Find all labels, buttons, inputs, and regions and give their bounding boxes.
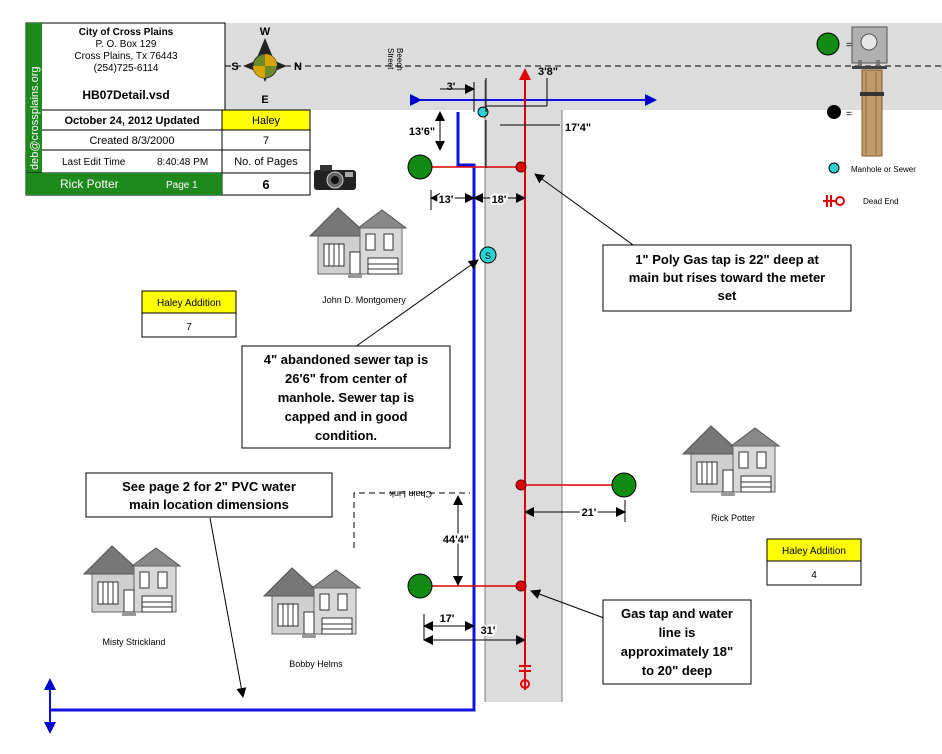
gas-meters <box>407 154 637 599</box>
legend <box>816 26 888 207</box>
callout-sewer-box <box>241 345 451 449</box>
callout-gas-tap-line3: set <box>718 288 737 303</box>
callout-sewer-line1: 4" abandoned sewer tap is <box>264 352 428 367</box>
dim-17: 17' <box>440 613 455 625</box>
title-page-label: Page 1 <box>166 180 198 191</box>
gas-dead-end <box>519 665 531 689</box>
gas-meter-icon <box>851 26 888 69</box>
title-filename: HB07Detail.vsd <box>82 88 169 102</box>
title-po-box: P. O. Box 129 <box>96 39 157 50</box>
title-pages-label: No. of Pages <box>234 156 298 168</box>
manhole-letter: S <box>485 251 491 261</box>
house-helms-label: Bobby Helms <box>289 659 343 669</box>
title-author: Rick Potter <box>60 177 119 191</box>
callout-page2-box <box>85 472 333 518</box>
legend-equals-1: = <box>846 40 852 51</box>
callout-gas-water-line1: Gas tap and water <box>621 606 733 621</box>
lot-box-left <box>141 290 237 338</box>
chain-link-fence <box>353 492 470 548</box>
dim-13: 13' <box>439 194 454 206</box>
title-subdivision: Haley <box>252 115 281 127</box>
dim-44-4: 44'4" <box>443 534 469 546</box>
title-updated: October 24, 2012 Updated <box>64 115 199 127</box>
title-created: Created 8/3/2000 <box>89 135 174 147</box>
title-phone: (254)725-6114 <box>94 63 159 74</box>
callout-sewer-line3: manhole. Sewer tap is <box>278 390 415 405</box>
alley <box>485 80 562 702</box>
callout-gas-water-line2: line is <box>659 625 696 640</box>
dim-13-6: 13'6" <box>409 126 435 138</box>
dim-17-4: 17'4" <box>565 122 591 134</box>
title-pages-value: 6 <box>262 177 269 192</box>
callout-gas-tap-box <box>602 244 852 312</box>
lot-left-title: Haley Addition <box>157 298 221 309</box>
title-created-value: 7 <box>263 135 269 147</box>
title-last-edit-time: 8:40:48 PM <box>157 157 208 168</box>
utility-pole-icon <box>860 69 884 157</box>
compass-icon <box>243 38 287 82</box>
house-strickland <box>83 545 181 617</box>
compass-s-label: S <box>231 61 238 73</box>
house-montgomery <box>309 207 407 279</box>
callout-sewer-line2: 26'6" from center of <box>285 371 408 386</box>
dim-18: 18' <box>492 194 507 206</box>
dim-21: 21' <box>582 507 597 519</box>
legend-manhole-label: Manhole or Sewer <box>851 165 916 174</box>
title-city: City of Cross Plains <box>79 27 174 38</box>
callout-gas-water-line3: approximately 18" <box>621 644 733 659</box>
compass-w-label: W <box>260 26 271 38</box>
title-block <box>25 22 311 196</box>
dimension-lines <box>423 78 626 645</box>
compass-e-label: E <box>261 94 268 106</box>
lot-right-title: Haley Addition <box>782 546 846 557</box>
chain-link-label: Chain Link <box>389 489 432 499</box>
callout-pointers <box>209 173 641 698</box>
callout-gas-tap-line1: 1" Poly Gas tap is 22" deep at <box>635 252 819 267</box>
house-montgomery-label: John D. Montgomery <box>322 295 406 305</box>
gas-tap-valves <box>515 161 527 592</box>
title-last-edit-label: Last Edit Time <box>62 157 126 168</box>
manhole-sewer <box>479 246 497 264</box>
house-strickland-label: Misty Strickland <box>102 637 165 647</box>
street-name-line1: Beech <box>395 48 404 71</box>
compass-n-label: N <box>294 61 302 73</box>
street-name-line2: Street <box>386 48 395 70</box>
dim-3: 3' <box>447 81 456 93</box>
dim-3-8: 3'8" <box>538 66 558 78</box>
lot-box-right <box>766 538 862 586</box>
house-potter-label: Rick Potter <box>711 513 755 523</box>
lot-left-number: 7 <box>186 322 192 333</box>
house-potter <box>682 425 780 497</box>
legend-equals-2: = <box>846 109 852 120</box>
house-helms <box>263 567 361 639</box>
callout-sewer-line4: capped and in good <box>285 409 408 424</box>
title-email: deb@crossplains.org <box>29 67 41 171</box>
callout-gas-tap-line2: main but rises toward the meter <box>629 270 826 285</box>
callout-gas-water-box <box>602 599 752 685</box>
callout-page2-line1: See page 2 for 2" PVC water <box>122 479 296 494</box>
lot-right-number: 4 <box>811 570 817 581</box>
callout-gas-water-line4: to 20" deep <box>642 663 713 678</box>
callout-sewer-line5: condition. <box>315 428 377 443</box>
dead-end-icon <box>823 195 845 207</box>
camera-icon <box>314 165 356 190</box>
callout-page2-line2: main location dimensions <box>129 497 289 512</box>
dim-31: 31' <box>481 625 496 637</box>
title-city-state: Cross Plains, Tx 76443 <box>74 51 178 62</box>
legend-dead-end-label: Dead End <box>863 197 899 206</box>
water-main <box>50 112 476 712</box>
